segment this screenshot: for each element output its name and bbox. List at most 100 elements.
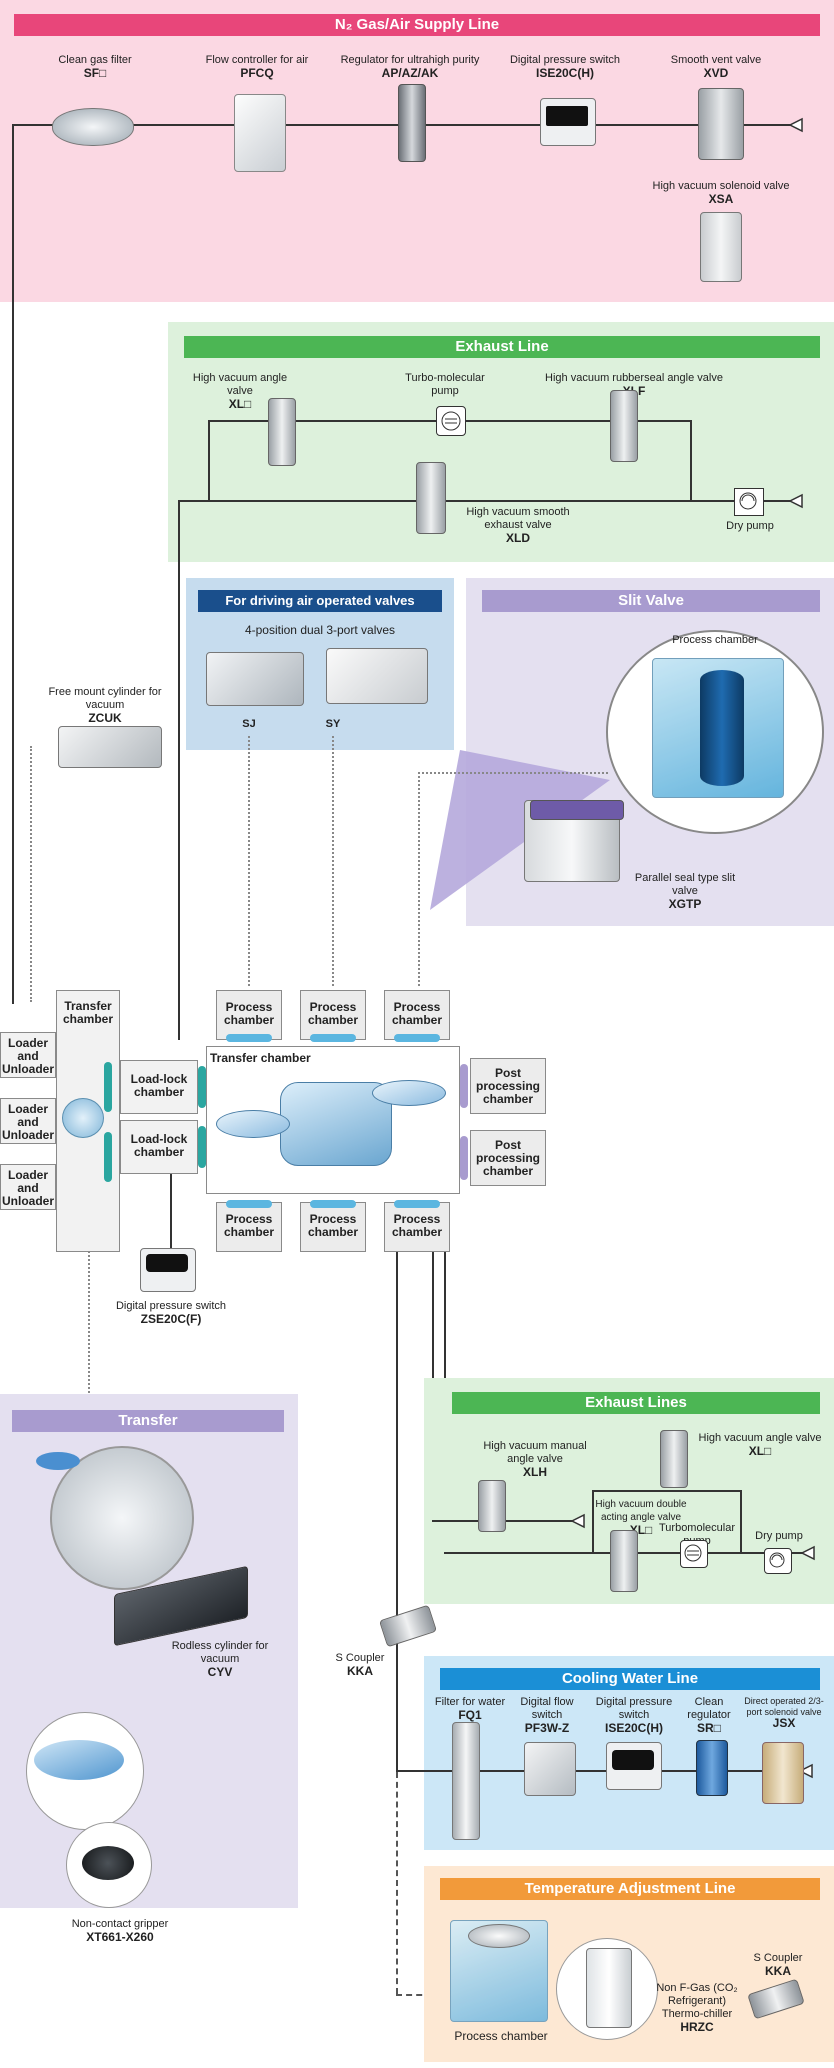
- loader-1: Loader and Unloader: [0, 1032, 56, 1078]
- exl-arrow-1-icon: [570, 1513, 585, 1529]
- n2-inlet-arrow-icon: [788, 117, 803, 133]
- temp-chamber-label: Process chamber: [454, 2029, 548, 2043]
- transfer-dotted-link: [88, 1240, 90, 1396]
- cooling-arrow-icon: [798, 1763, 813, 1779]
- loadlock-1: Load-lock chamber: [120, 1060, 198, 1114]
- exhaust-drop-line: [178, 500, 180, 1040]
- process-bottom-port-2: [310, 1200, 356, 1208]
- robot-arm-right-icon: [372, 1080, 446, 1106]
- smooth-exhaust-valve-icon: [416, 462, 446, 534]
- cooling-pressure-display: [612, 1750, 654, 1770]
- angle-valve-icon: [268, 398, 296, 466]
- flow-controller-icon: [234, 94, 286, 172]
- post-processing-1: Post processing chamber: [470, 1058, 546, 1114]
- slit-dotted-link-h: [418, 772, 608, 774]
- exl-dry-symbol-icon: [769, 1552, 785, 1568]
- pressure-switch-display: [546, 106, 588, 126]
- exl-angle-valve-icon: [660, 1430, 688, 1488]
- transfer-chamber-left-label: Transfer chamber: [62, 999, 114, 1026]
- valve-sy-label: SY: [325, 718, 341, 730]
- wafer-icon: [36, 1452, 80, 1470]
- exhaust-bottom-line: [178, 500, 794, 502]
- valve-sj-label: SJ: [242, 718, 256, 730]
- post-processing-2: Post processing chamber: [470, 1130, 546, 1186]
- slit-chamber-label: Process chamber: [672, 634, 758, 646]
- turbo-pump-symbol-icon: [441, 411, 461, 431]
- regulator-icon: [398, 84, 426, 162]
- free-mount-cylinder-icon: [58, 726, 162, 768]
- clean-gas-filter-icon: [52, 108, 134, 146]
- exhaust-right-riser: [690, 420, 692, 502]
- n2-supply-title: N₂ Gas/Air Supply Line: [14, 14, 820, 36]
- slit-zoom-cone: [430, 750, 610, 910]
- cooling-title: Cooling Water Line: [440, 1668, 820, 1690]
- process-top-port-3: [394, 1034, 440, 1042]
- loadlock-port-1: [198, 1066, 206, 1108]
- smooth-vent-valve-icon: [698, 88, 744, 160]
- exhaust-device-5-label: Dry pump: [726, 520, 774, 532]
- process-chamber-top-2: Process chamber: [300, 990, 366, 1040]
- temp-title: Temperature Adjustment Line: [440, 1878, 820, 1900]
- loader-2: Loader and Unloader: [0, 1098, 56, 1144]
- exl-line-3: [592, 1490, 742, 1492]
- zcuk-dotted-link: [30, 746, 32, 1002]
- transfer-zoom-circle: [50, 1446, 194, 1590]
- exl-dry-pump-icon: [764, 1548, 792, 1574]
- temp-dashed-line: [396, 1772, 398, 1994]
- exl-device-5-label: Dry pump: [755, 1530, 803, 1542]
- exl-arrow-2-icon: [800, 1545, 815, 1561]
- chamber-cylinder-icon: [700, 670, 744, 786]
- transfer-chamber-main-label: Transfer chamber: [210, 1051, 311, 1065]
- process-chamber-bottom-3: Process chamber: [384, 1202, 450, 1252]
- process-top-port-2: [310, 1034, 356, 1042]
- left-port-top: [104, 1062, 112, 1112]
- driving-title: For driving air operated valves: [198, 590, 442, 612]
- slit-title: Slit Valve: [482, 590, 820, 612]
- s-coupler-icon: [378, 1604, 438, 1648]
- zse-display: [146, 1254, 188, 1272]
- dry-pump-symbol-icon: [739, 492, 757, 510]
- loader-3: Loader and Unloader: [0, 1164, 56, 1210]
- gripper-plate-icon: [34, 1740, 124, 1780]
- cooling-main-line: [396, 1770, 802, 1772]
- double-acting-valve-icon: [610, 1530, 638, 1592]
- flow-switch-icon: [524, 1742, 576, 1796]
- exhaust-device-2-label: Turbo-molecular pump: [405, 372, 485, 397]
- thermo-chiller-icon: [586, 1948, 632, 2028]
- loadlock-port-2: [198, 1126, 206, 1168]
- exl-line-4: [740, 1490, 742, 1554]
- transfer-title: Transfer: [12, 1410, 284, 1432]
- exl-line-5: [592, 1490, 594, 1554]
- slit-valve-gate-icon: [530, 800, 624, 820]
- sy-dotted-link: [332, 736, 334, 986]
- process-to-cooling-line: [396, 1252, 398, 1772]
- process-bottom-port-1: [226, 1200, 272, 1208]
- process-bottom-port-3: [394, 1200, 440, 1208]
- clean-regulator-icon: [696, 1740, 728, 1796]
- exl-turbo-symbol-icon: [684, 1544, 702, 1562]
- solenoid-2-3-valve-icon: [762, 1742, 804, 1804]
- exhaust-lines-title: Exhaust Lines: [452, 1392, 820, 1414]
- process-top-port-1: [226, 1034, 272, 1042]
- manual-angle-valve-icon: [478, 1480, 506, 1532]
- process-chamber-top-1: Process chamber: [216, 990, 282, 1040]
- process-chamber-bottom-2: Process chamber: [300, 1202, 366, 1252]
- water-filter-icon: [452, 1722, 480, 1840]
